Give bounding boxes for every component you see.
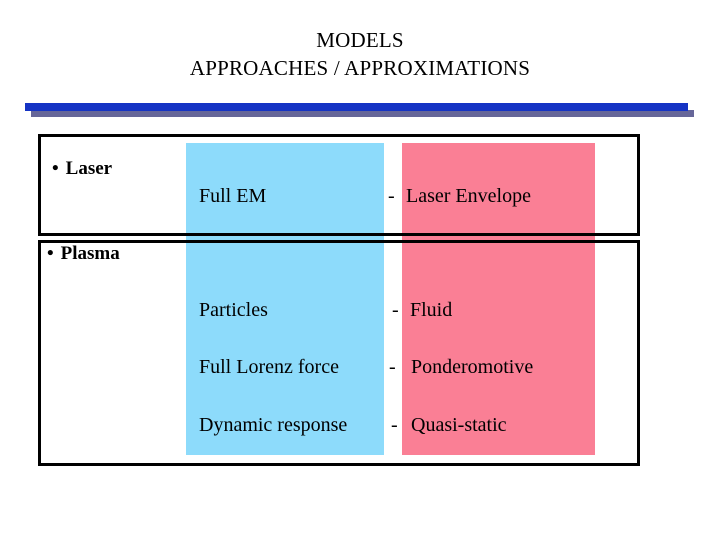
title-rule-shadow [31, 110, 694, 117]
model-pair-right: Fluid [410, 299, 453, 321]
highlight-band-right [402, 143, 595, 455]
model-pair-right: Ponderomotive [411, 356, 534, 378]
bullet-plasma: • Plasma [47, 243, 120, 265]
model-pair-right: Laser Envelope [406, 185, 531, 207]
model-pair-right: Quasi-static [411, 414, 507, 436]
plasma-section-box [38, 240, 640, 466]
model-pair-separator: - [391, 414, 398, 436]
model-pair-left: Particles [199, 299, 268, 321]
bullet-marker-icon: • [47, 243, 54, 264]
title-line-1: MODELS [316, 28, 404, 52]
laser-section-box [38, 134, 640, 236]
model-pair-left: Full Lorenz force [199, 356, 339, 378]
model-pair-left: Full EM [199, 185, 267, 207]
title-rule [25, 103, 688, 111]
bullet-laser: • Laser [52, 158, 112, 180]
bullet-plasma-label: Plasma [60, 243, 120, 264]
model-pair-separator: - [392, 299, 399, 321]
bullet-marker-icon: • [52, 158, 59, 179]
highlight-band-left [186, 143, 384, 455]
model-pair-left: Dynamic response [199, 414, 348, 436]
page-title: MODELS APPROACHES / APPROXIMATIONS [0, 26, 720, 82]
model-pair-separator: - [388, 185, 395, 207]
model-pair-separator: - [389, 356, 396, 378]
title-line-2: APPROACHES / APPROXIMATIONS [189, 56, 531, 80]
bullet-laser-label: Laser [65, 158, 113, 179]
